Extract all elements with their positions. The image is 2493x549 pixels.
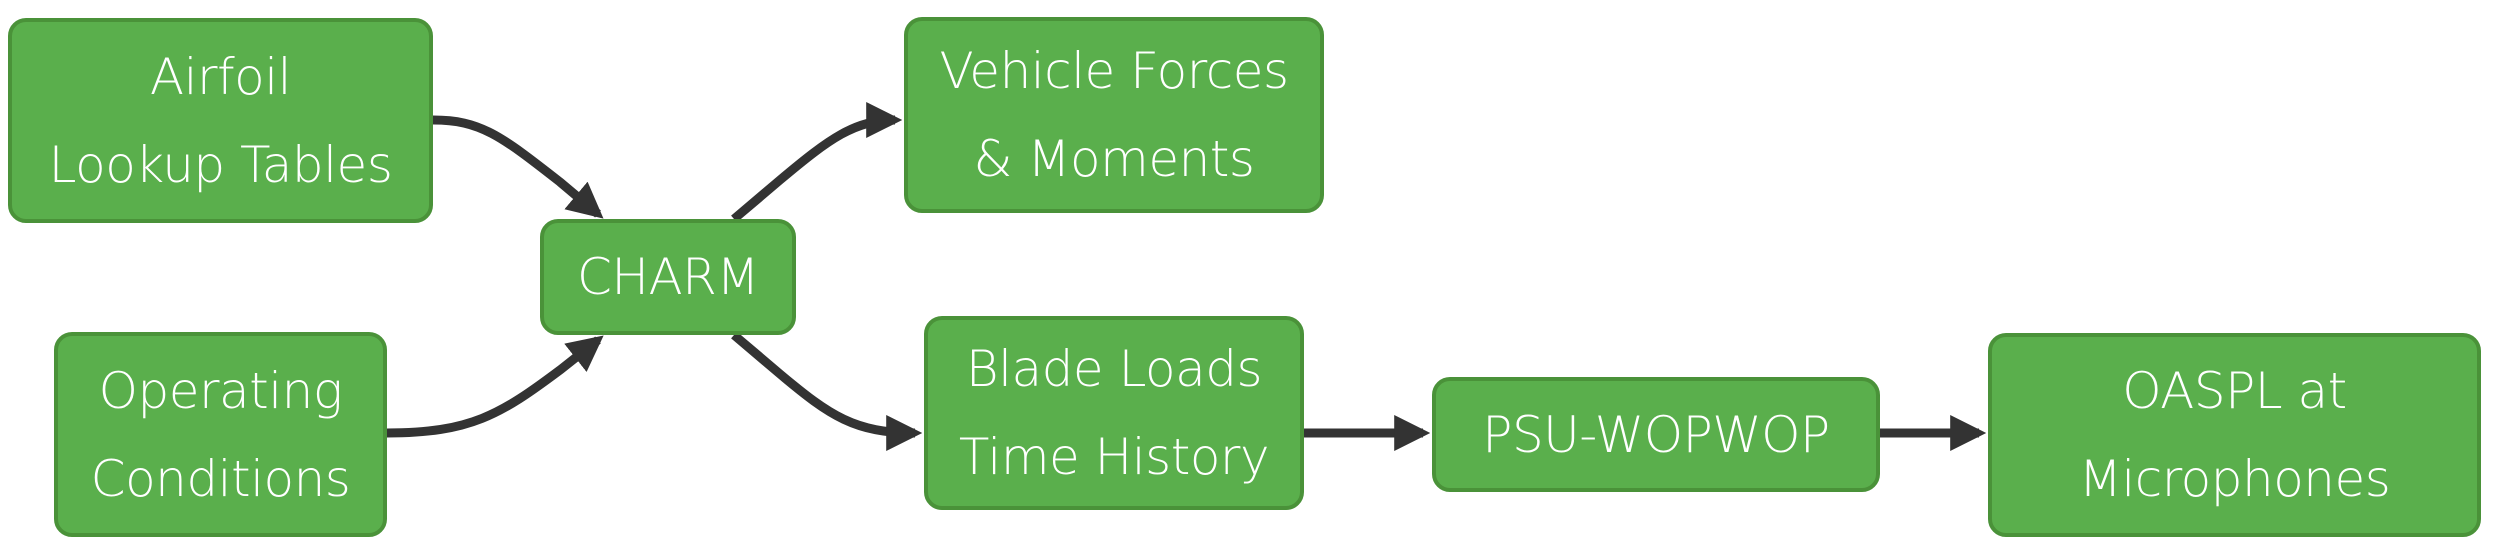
node-label-line: PSU-WOPWOP bbox=[1482, 405, 1830, 464]
node-label-line: Operating bbox=[98, 361, 343, 420]
node-label-line: Conditions bbox=[90, 449, 351, 508]
node-psu-wopwop: PSU-WOPWOP bbox=[1432, 377, 1880, 492]
edge-charm-to-blade bbox=[731, 331, 923, 451]
edge-airfoil-to-charm bbox=[432, 115, 604, 219]
node-label-line: & Moments bbox=[973, 130, 1255, 188]
node-label-line: Lookup Tables bbox=[48, 135, 393, 194]
node-airfoil-lookup-tables: Airfoil Lookup Tables bbox=[8, 18, 433, 223]
node-label-line: Vehicle Forces bbox=[939, 42, 1289, 100]
node-operating-conditions: Operating Conditions bbox=[54, 332, 387, 537]
node-label-line: OASPL at bbox=[2122, 362, 2347, 420]
node-oaspl-at-microphones: OASPL at Microphones bbox=[1988, 333, 2481, 537]
edge-operating-to-charm bbox=[386, 335, 604, 438]
node-charm: CHARM bbox=[540, 219, 796, 335]
node-label-line: Airfoil bbox=[149, 47, 292, 106]
node-label-line: CHARM bbox=[576, 248, 760, 306]
node-label-line: Microphones bbox=[2078, 450, 2391, 508]
edge-charm-to-vehicle bbox=[731, 102, 903, 223]
node-blade-loads-time-history: Blade Loads Time History bbox=[924, 316, 1304, 510]
node-label-line: Time History bbox=[958, 428, 1270, 486]
node-vehicle-forces-moments: Vehicle Forces & Moments bbox=[904, 17, 1324, 213]
node-label-line: Blade Loads bbox=[965, 340, 1263, 398]
